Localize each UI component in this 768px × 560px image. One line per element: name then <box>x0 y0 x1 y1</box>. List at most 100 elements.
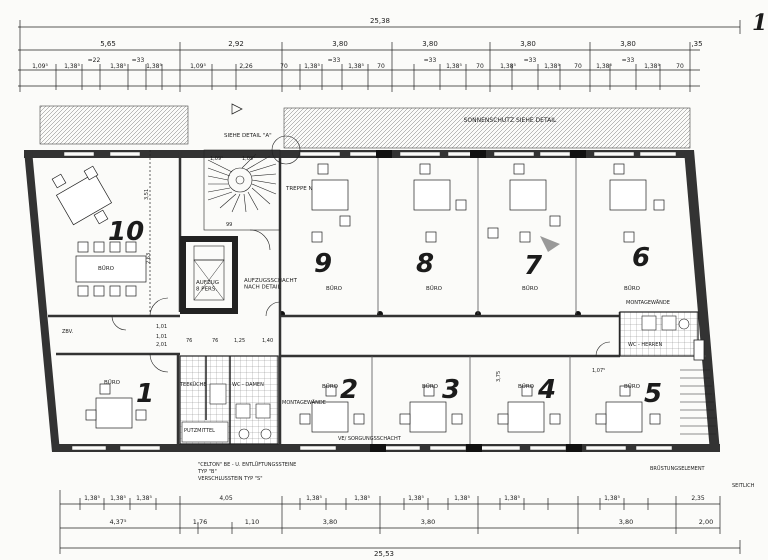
office-label: BÜRO <box>104 379 121 386</box>
bottom-dims-row2: 4,37⁵ 1,76 1,10 3,80 3,80 3,80 2,00 <box>109 518 713 526</box>
interior-dim: 76 <box>212 338 218 344</box>
staircase <box>203 135 301 231</box>
top-dim: 1,38⁵ <box>446 63 462 70</box>
interior-dim: 1,09⁵ <box>210 156 223 162</box>
top-dim: 5,65 <box>100 40 116 48</box>
bottom-dim: 1,38⁵ <box>504 495 520 502</box>
bottom-dim: 1,38⁵ <box>110 495 126 502</box>
bottom-dim: 3,80 <box>323 518 337 526</box>
room-number-10: 10 <box>108 217 144 247</box>
celton-type-note: TYP "B" <box>197 469 217 475</box>
lower-office-desks <box>85 383 661 433</box>
montage-top-note: MONTAGEWÄNDE <box>626 299 670 306</box>
section-marker-icon <box>231 103 243 115</box>
room-number-2: 2 <box>340 375 358 405</box>
bottom-dim: 1,38⁵ <box>306 495 322 502</box>
bottom-dim: 2,35 <box>691 495 705 502</box>
office-labels: BÜRO BÜRO BÜRO BÜRO BÜRO BÜRO BÜRO BÜRO … <box>98 265 641 390</box>
bottom-dim: 3,80 <box>421 518 435 526</box>
side-note: SEITLICH <box>732 483 755 489</box>
interior-dim: 1,25 <box>234 338 245 344</box>
wc-herren-label: WC - HERREN <box>628 342 662 348</box>
elevator <box>180 236 238 314</box>
interior-dim: 3,51 <box>144 189 150 200</box>
top-dim: 3,80 <box>422 40 438 48</box>
bottom-dim: 1,38⁵ <box>408 495 424 502</box>
bottom-dim: 1,38⁵ <box>84 495 100 502</box>
supply-shaft-note: VE/ SORGUNGSSCHACHT <box>338 436 402 442</box>
office-label: BÜRO <box>522 285 539 292</box>
detail-a-note: SIEHE DETAIL "A" <box>224 133 272 139</box>
bottom-dim: 1,38⁵ <box>354 495 370 502</box>
top-dim: =33 <box>132 57 145 64</box>
top-dim: 2,26 <box>239 63 253 70</box>
right-stair-flight <box>680 369 716 435</box>
overall-bottom-dimension: 25,53 <box>374 550 394 558</box>
top-dim: 1,38⁵ <box>500 63 516 70</box>
overall-top-dimension: 25,38 <box>370 17 390 25</box>
wc-herren-block <box>619 311 705 361</box>
top-dim: 70 <box>676 63 684 70</box>
room-number-7: 7 <box>524 251 543 281</box>
interior-dims: 1,01 1,01 2,01 76 76 1,09⁵ 2,63 1,25 1,4… <box>144 156 605 382</box>
celton-note: "CELTON" BE - U. ENTLÜFTUNGSSTEINE <box>198 461 296 468</box>
top-dim: 1,38⁵ <box>596 63 612 70</box>
top-dim: 70 <box>377 63 385 70</box>
top-dim: 3,80 <box>332 40 348 48</box>
top-dim: =33 <box>622 57 635 64</box>
sun-shade-strip <box>39 105 691 149</box>
parapet-note: BRÜSTUNGSELEMENT <box>650 465 706 472</box>
office-label: BÜRO <box>426 285 443 292</box>
bottom-dim: 3,80 <box>619 518 633 526</box>
office-label: BÜRO <box>98 265 115 272</box>
office-label: BÜRO <box>326 285 343 292</box>
top-dim: 70 <box>574 63 582 70</box>
sun-shade-note: SONNENSCHUTZ SIEHE DETAIL <box>464 117 557 124</box>
top-dim: 1,38⁵ <box>146 63 162 70</box>
bottom-dimension-ticks <box>79 498 649 534</box>
sheet-number: 1 <box>752 10 767 36</box>
room-number-5: 5 <box>644 379 662 409</box>
office-label: BÜRO <box>518 383 535 390</box>
top-dim: 1,09⁵ <box>190 63 206 70</box>
interior-dim: 1,01 <box>156 324 167 330</box>
interior-dim: 1,07⁵ <box>592 368 605 374</box>
room-10-furniture <box>51 150 151 314</box>
pencil-smudge <box>540 236 560 252</box>
zbv-label: ZBV. <box>62 329 73 335</box>
top-dim: =33 <box>524 57 537 64</box>
closure-note: VERSCHLUSSTEIN TYP "S" <box>198 476 263 482</box>
top-dim: =33 <box>328 57 341 64</box>
bottom-dim: 4,05 <box>219 495 233 502</box>
bottom-dims-row1: 1,38⁵ 1,38⁵ 1,38⁵ 4,05 1,38⁵ 1,38⁵ 1,38⁵… <box>84 495 705 502</box>
light-partitions <box>371 158 706 444</box>
office-label: BÜRO <box>624 285 641 292</box>
top-dim: 1,38⁵ <box>348 63 364 70</box>
top-dim: 2,92 <box>228 40 244 48</box>
top-dim: 1,38⁵ <box>110 63 126 70</box>
top-dim: 1,38⁵ <box>64 63 80 70</box>
top-dim: 70 <box>476 63 484 70</box>
interior-dim: 2,01 <box>156 342 167 348</box>
bottom-dim: 1,38⁵ <box>454 495 470 502</box>
interior-dim: 99 <box>226 222 232 228</box>
bottom-dim: 2,00 <box>699 518 713 526</box>
room-numbers: 10 9 8 7 6 1 2 3 4 5 <box>108 217 662 409</box>
office-label: BÜRO <box>322 383 339 390</box>
montage-mid-note: MONTAGEWÄNDE <box>282 399 326 406</box>
top-dimension-ticks <box>55 64 661 90</box>
interior-dim: 1,40 <box>262 338 273 344</box>
putzmittel-label: PUTZMITTEL <box>184 428 215 434</box>
interior-dim: 1,01 <box>156 334 167 340</box>
room-number-8: 8 <box>416 249 434 279</box>
top-dim: 3,80 <box>620 40 636 48</box>
top-dim: 70 <box>280 63 288 70</box>
top-dim: =33 <box>424 57 437 64</box>
bottom-dimension-lines <box>59 490 741 554</box>
room-number-9: 9 <box>314 249 332 279</box>
bottom-windows <box>71 445 673 451</box>
room-number-4: 4 <box>537 375 556 405</box>
